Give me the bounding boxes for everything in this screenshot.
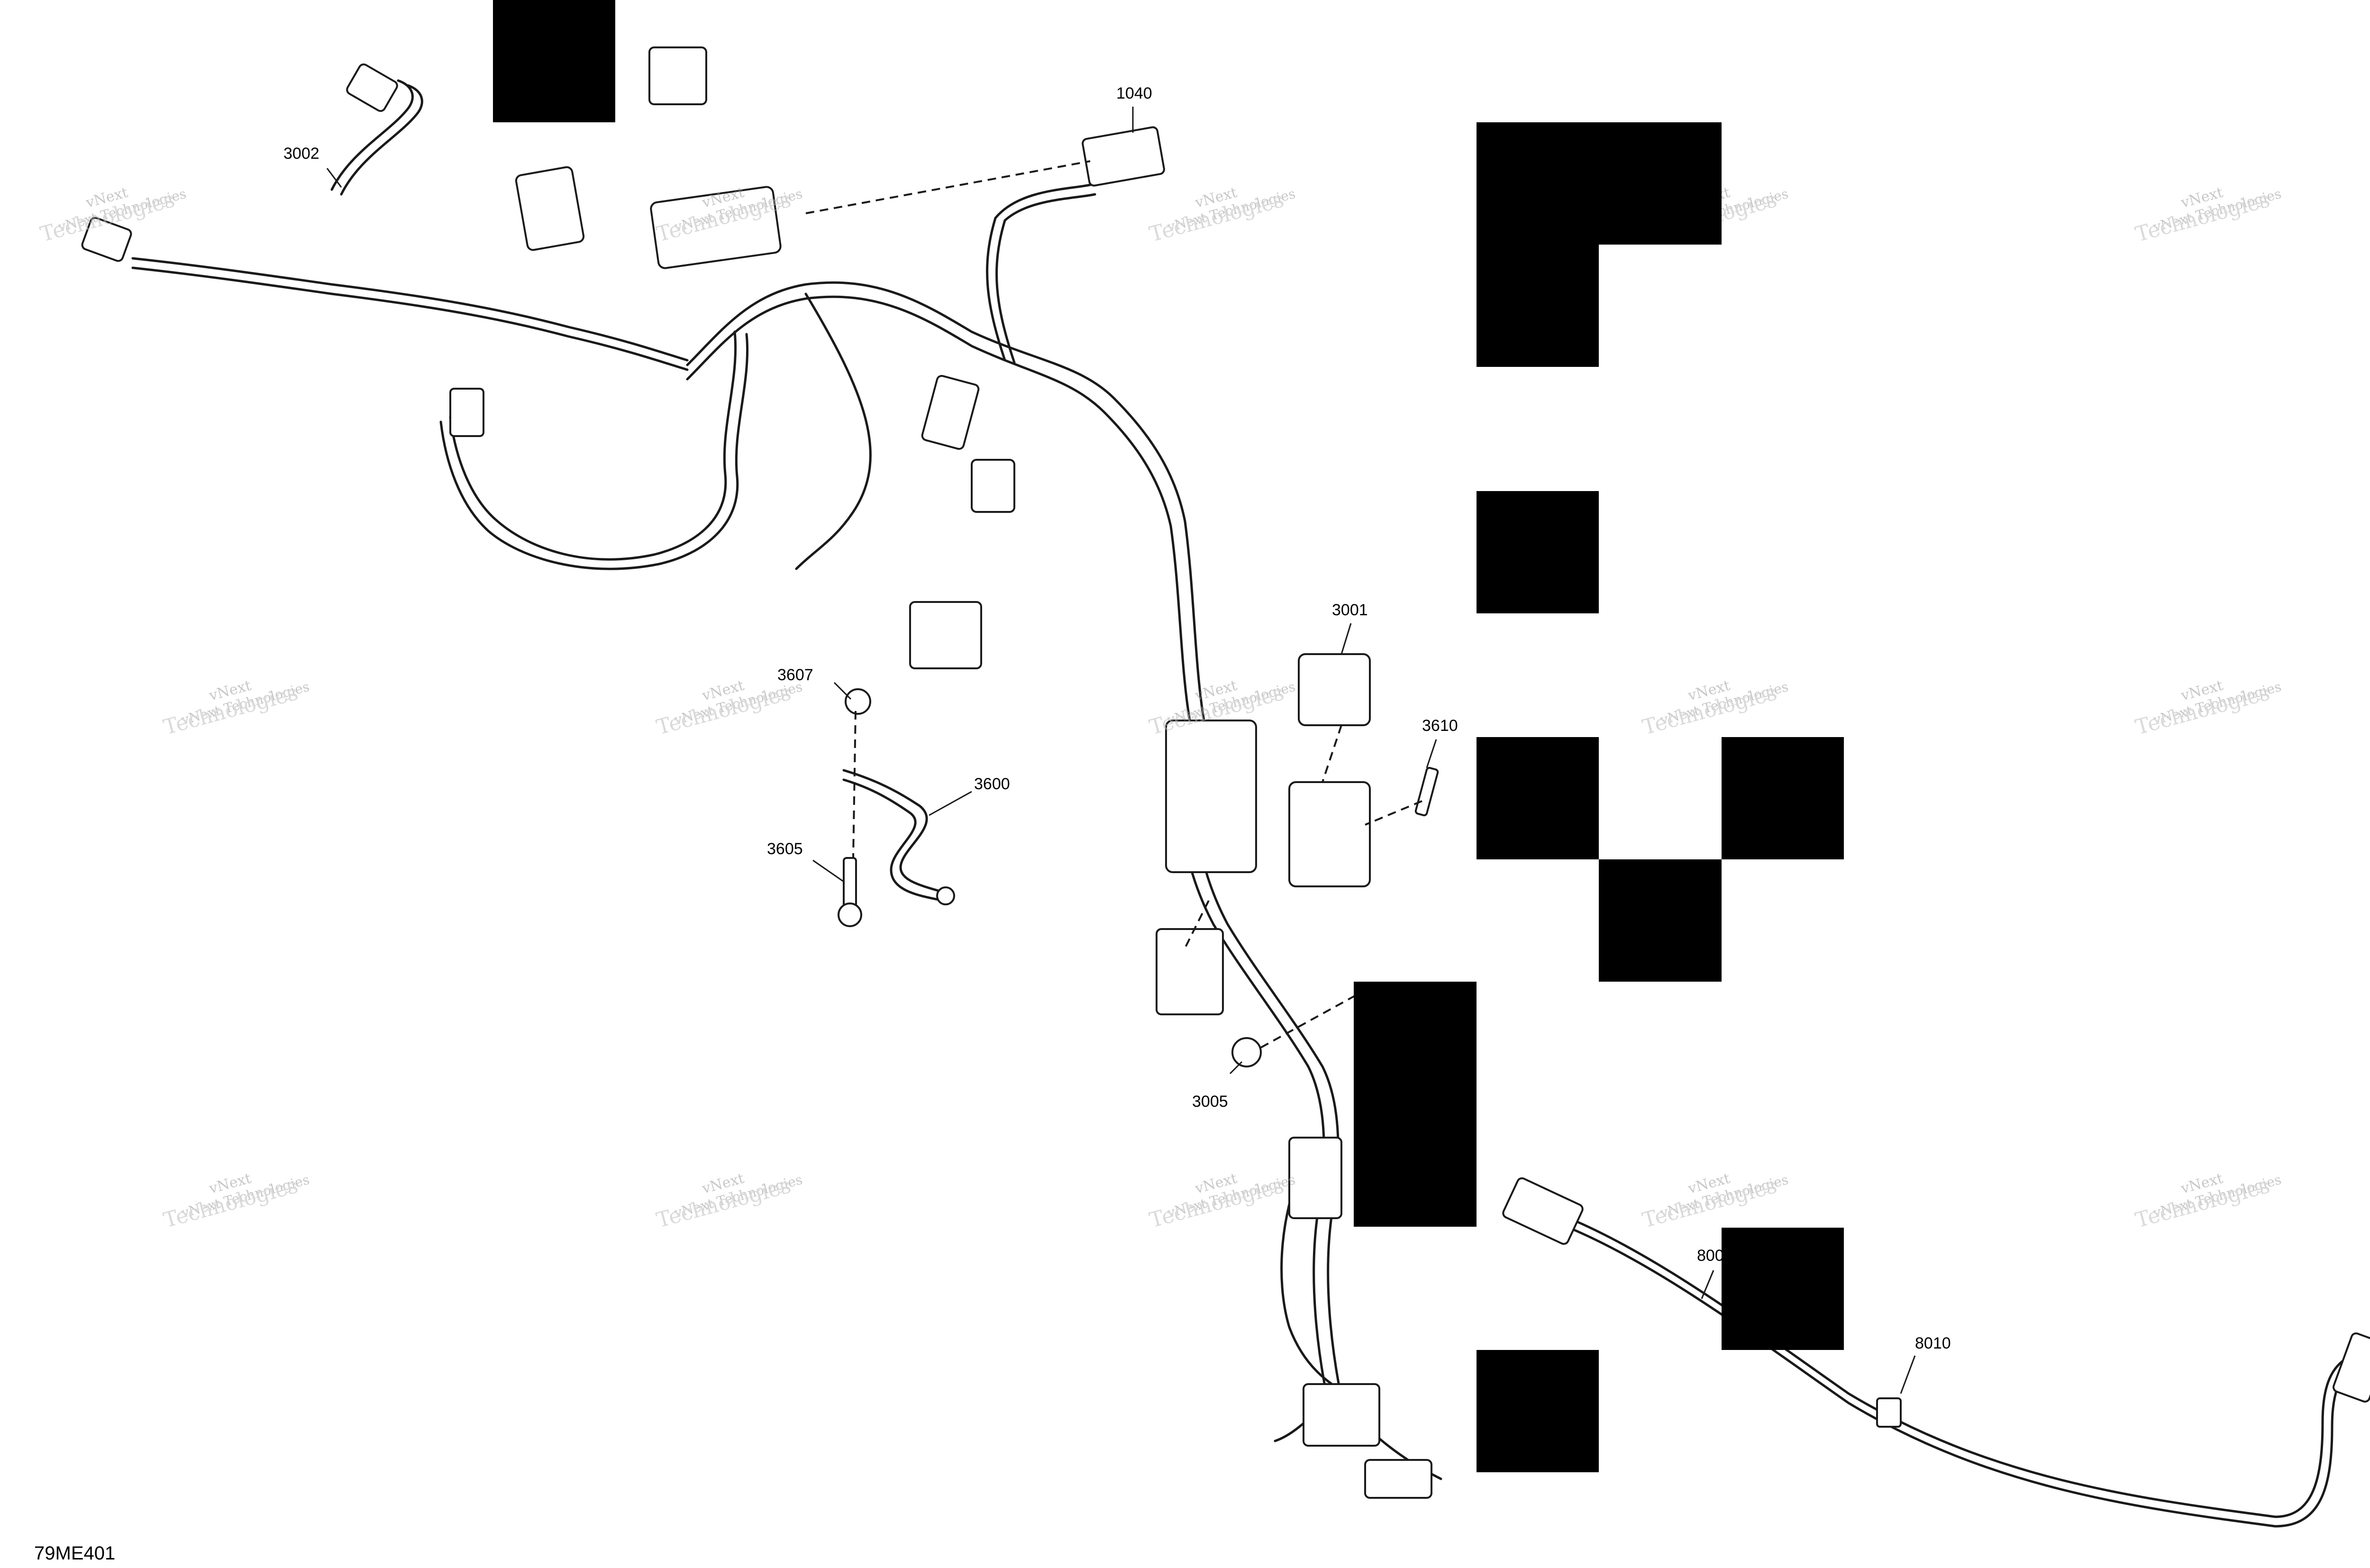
ground-strap-3600 xyxy=(842,769,949,895)
connector-lower-3 xyxy=(1364,1459,1432,1499)
callout-1040[interactable]: 1040 xyxy=(1116,84,1152,102)
redaction-block xyxy=(1477,245,1599,367)
redaction-block xyxy=(1477,491,1599,613)
redaction-block xyxy=(1354,982,1477,1227)
connector-1040 xyxy=(1082,126,1165,187)
redaction-block xyxy=(1722,1228,1844,1350)
connector-top-center xyxy=(648,46,707,105)
nut-3607 xyxy=(845,688,871,715)
connector-center-b xyxy=(971,459,1015,513)
callout-3001[interactable]: 3001 xyxy=(1332,601,1368,619)
callout-3600[interactable]: 3600 xyxy=(974,775,1010,793)
callout-3607[interactable]: 3607 xyxy=(777,666,813,684)
dash-3600 xyxy=(852,711,857,858)
callout-800x[interactable]: 800 xyxy=(1697,1247,1724,1265)
cable-1040 xyxy=(986,183,1092,362)
figure-id: 79ME401 xyxy=(34,1543,116,1564)
connector-bottom-left xyxy=(1156,928,1224,1015)
harness-branch-3002 xyxy=(131,257,689,362)
screw-3005 xyxy=(1231,1037,1262,1067)
connector-module xyxy=(1288,781,1371,887)
harness-branch-upper xyxy=(330,79,414,191)
callout-8010[interactable]: 8010 xyxy=(1915,1334,1951,1352)
callout-3605[interactable]: 3605 xyxy=(767,840,803,858)
redaction-block xyxy=(1722,737,1844,859)
clip-8010 xyxy=(1876,1397,1902,1428)
redaction-block xyxy=(493,0,615,122)
connector-lower-left xyxy=(909,601,982,669)
dash-3005 xyxy=(1260,994,1356,1048)
ring-terminal-3600 xyxy=(936,886,955,905)
redaction-block xyxy=(1477,1350,1599,1472)
relay-3001 xyxy=(1298,653,1371,726)
connector-3002-left xyxy=(81,217,132,262)
harness-trunk xyxy=(686,281,1205,722)
connector-lower-2 xyxy=(1303,1383,1380,1447)
dash-3610 xyxy=(1365,800,1422,826)
callout-3005[interactable]: 3005 xyxy=(1192,1093,1228,1111)
redaction-block xyxy=(1477,122,1722,245)
connector-left-drop xyxy=(449,388,484,437)
screw-3610 xyxy=(1414,766,1439,817)
connector-left-block xyxy=(515,166,585,251)
junction-block xyxy=(650,186,782,269)
connector-800x xyxy=(1502,1177,1584,1245)
connector-3002-upper xyxy=(346,63,398,112)
connector-lower-1 xyxy=(1288,1137,1342,1219)
fuse-box xyxy=(1165,720,1257,873)
dash-bottom-left xyxy=(1184,900,1210,948)
dash-3001 xyxy=(1322,725,1342,783)
dash-1040 xyxy=(805,160,1091,214)
connector-right-end xyxy=(2332,1332,2370,1403)
callout-3002[interactable]: 3002 xyxy=(283,145,319,163)
callout-3610[interactable]: 3610 xyxy=(1422,717,1458,735)
connector-center-a xyxy=(921,374,980,450)
redaction-block xyxy=(1599,859,1722,982)
redaction-block xyxy=(1477,737,1599,859)
harness-800x xyxy=(1568,1217,2352,1518)
bolt-3605 xyxy=(843,857,857,911)
